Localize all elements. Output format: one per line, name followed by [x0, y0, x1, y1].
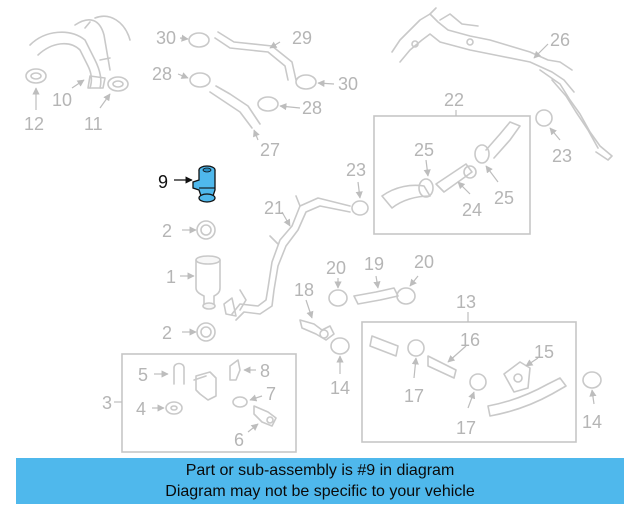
banner-line-1: Part or sub-assembly is #9 in diagram	[185, 462, 455, 479]
label-22: 22	[444, 90, 464, 110]
clamp-28-right	[257, 96, 279, 112]
hose-10	[29, 15, 131, 89]
label-10: 10	[52, 90, 72, 110]
clamp-30-bottom	[295, 74, 317, 90]
pipe-21	[223, 195, 351, 321]
label-23a: 23	[346, 160, 366, 180]
box-13-parts	[369, 335, 567, 417]
clamp-2-lower	[196, 322, 216, 342]
label-11: 11	[84, 114, 103, 134]
info-banner: Part or sub-assembly is #9 in diagram Di…	[16, 458, 624, 504]
clamp-28-left	[189, 72, 211, 88]
box-3	[121, 353, 297, 453]
label-20a: 20	[326, 258, 346, 278]
label-17b: 17	[456, 418, 476, 438]
hose-1	[195, 255, 221, 310]
hose-22-part	[381, 121, 521, 209]
pipe-29	[214, 31, 297, 81]
label-2a: 2	[162, 221, 172, 241]
banner-line-2: Diagram may not be specific to your vehi…	[165, 483, 475, 500]
label-21: 21	[264, 198, 284, 218]
label-1: 1	[166, 267, 176, 287]
part-9-highlighted	[192, 165, 216, 203]
hose-19	[353, 287, 399, 305]
clamp-20-left	[328, 289, 348, 307]
label-8: 8	[260, 361, 270, 381]
clamp-2-upper	[196, 220, 216, 240]
label-13: 13	[456, 292, 476, 312]
label-15: 15	[534, 342, 554, 362]
clamp-14-left	[330, 337, 350, 355]
label-23b: 23	[552, 146, 572, 166]
clamp-14-right	[582, 371, 602, 389]
label-6: 6	[234, 430, 244, 450]
box-3-parts	[165, 359, 277, 427]
label-30b: 30	[338, 74, 358, 94]
clamp-20-right	[396, 287, 416, 305]
clamp-11	[107, 76, 129, 92]
label-9: 9	[158, 172, 168, 192]
label-25b: 25	[494, 188, 514, 208]
label-28b: 28	[302, 98, 322, 118]
label-17a: 17	[404, 386, 424, 406]
box-22	[373, 115, 531, 235]
clamp-30-top	[188, 32, 210, 48]
label-20b: 20	[414, 252, 434, 272]
label-24: 24	[462, 200, 482, 220]
label-19: 19	[364, 254, 384, 274]
label-18: 18	[294, 280, 314, 300]
clamp-23-left	[351, 200, 369, 216]
label-30a: 30	[156, 28, 176, 48]
parts-diagram: 12 10 11 30 29 30 28 28 27	[24, 7, 613, 453]
box-13	[361, 321, 577, 443]
label-29: 29	[292, 28, 312, 48]
label-4: 4	[136, 399, 146, 419]
label-26: 26	[550, 30, 570, 50]
clamp-12	[25, 68, 47, 84]
label-14a: 14	[330, 378, 350, 398]
label-12: 12	[24, 114, 44, 134]
bracket-26	[391, 7, 613, 161]
clamp-23-right	[535, 109, 553, 127]
label-16: 16	[460, 330, 480, 350]
label-7: 7	[266, 384, 276, 404]
hose-27	[209, 85, 261, 129]
label-3: 3	[102, 393, 112, 413]
label-5: 5	[138, 365, 148, 385]
valve-18	[299, 319, 335, 341]
label-25a: 25	[414, 140, 434, 160]
label-28a: 28	[152, 64, 172, 84]
label-2b: 2	[162, 323, 172, 343]
label-14b: 14	[582, 412, 602, 432]
label-27: 27	[260, 140, 280, 160]
